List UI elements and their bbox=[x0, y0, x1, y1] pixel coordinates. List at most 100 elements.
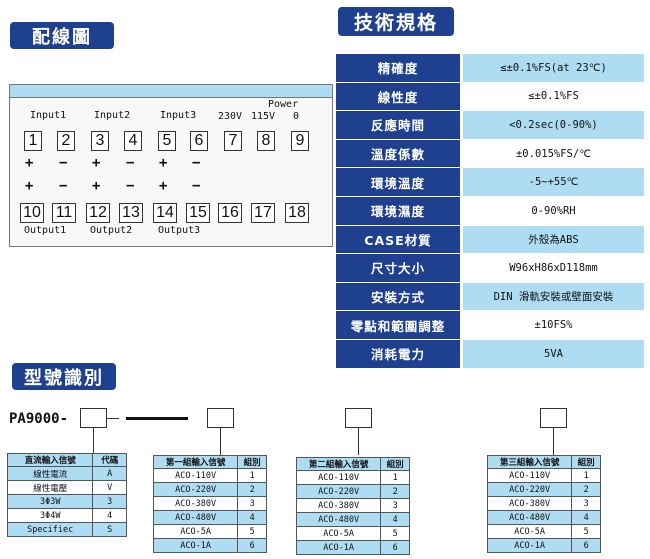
table-cell: 5 bbox=[380, 526, 410, 541]
terminal-15: 15 bbox=[186, 203, 210, 223]
connector-line bbox=[220, 428, 221, 455]
table-cell: ACO-5A bbox=[152, 524, 239, 539]
table-header: 組別 bbox=[237, 455, 267, 469]
polarity-minus-5: − bbox=[126, 178, 135, 194]
spec-row: 零點和範圍調整±10FS% bbox=[336, 311, 644, 340]
power-label: Power bbox=[268, 99, 299, 110]
polarity-plus-1: + bbox=[25, 155, 34, 171]
table-cell: 1 bbox=[571, 468, 601, 483]
code-box-power bbox=[80, 408, 107, 428]
table-cell: ACO-1A bbox=[486, 538, 573, 553]
table-cell: 4 bbox=[380, 512, 410, 527]
table-cell: ACO-220V bbox=[152, 482, 239, 497]
table-cell: ACO-380V bbox=[295, 498, 382, 513]
table-cell: Specifiec bbox=[6, 522, 94, 537]
terminal-7: 7 bbox=[224, 131, 242, 151]
table-cell: 5 bbox=[237, 524, 267, 539]
wiring-diagram-title: 配線圖 bbox=[10, 22, 114, 49]
table-cell: 線性電流 bbox=[6, 466, 94, 481]
spec-row: 線性度≤±0.1%FS bbox=[336, 82, 644, 112]
terminal-3: 3 bbox=[91, 131, 109, 151]
polarity-minus-3: − bbox=[192, 155, 201, 171]
terminal-12: 12 bbox=[86, 203, 110, 223]
terminal-8: 8 bbox=[257, 131, 275, 151]
polarity-minus-1: − bbox=[59, 155, 68, 171]
code-box-group2 bbox=[345, 408, 372, 428]
table-header: 組別 bbox=[571, 455, 601, 469]
spec-label: 溫度係數 bbox=[336, 139, 460, 169]
spec-value: ≤±0.1%FS bbox=[463, 82, 644, 112]
table-cell: 4 bbox=[92, 508, 127, 523]
code-box-group3 bbox=[540, 408, 567, 428]
spec-row: 反應時間<0.2sec(0-90%) bbox=[336, 111, 644, 140]
spec-value: 0-90%RH bbox=[463, 196, 644, 226]
connector-line bbox=[93, 428, 94, 453]
table-cell: 線性電壓 bbox=[6, 480, 94, 495]
table-header: 第二組輸入信號 bbox=[295, 457, 382, 471]
table-cell: ACO-220V bbox=[295, 484, 382, 499]
power-115v-label: 115V bbox=[251, 111, 276, 122]
table-cell: 4 bbox=[571, 510, 601, 525]
table-cell: ACO-380V bbox=[486, 496, 573, 511]
table-header: 第一組輸入信號 bbox=[152, 455, 239, 469]
specifications-title: 技術規格 bbox=[338, 7, 454, 36]
power-230v-label: 230V bbox=[218, 111, 243, 122]
table-cell: 5 bbox=[571, 524, 601, 539]
spec-value: 外殼為ABS bbox=[463, 225, 644, 255]
table-cell: ACO-110V bbox=[295, 470, 382, 485]
terminal-9: 9 bbox=[291, 131, 309, 151]
terminal-13: 13 bbox=[119, 203, 143, 223]
input3-label: Input3 bbox=[160, 110, 197, 121]
table-cell: 3Φ4W bbox=[6, 508, 94, 523]
specifications-table: 精確度≤±0.1%FS(at 23℃) 線性度≤±0.1%FS 反應時間<0.2… bbox=[336, 54, 644, 369]
input2-label: Input2 bbox=[94, 110, 131, 121]
table-cell: 3 bbox=[237, 496, 267, 511]
terminal-16: 16 bbox=[218, 203, 242, 223]
spec-label: 尺寸大小 bbox=[336, 254, 460, 283]
spec-label: 反應時間 bbox=[336, 111, 460, 140]
spec-value: W96xH86xD118mm bbox=[463, 254, 644, 283]
terminal-1: 1 bbox=[24, 131, 42, 151]
table-cell: 2 bbox=[237, 482, 267, 497]
table-cell: ACO-1A bbox=[295, 540, 382, 555]
polarity-plus-3: + bbox=[159, 155, 168, 171]
connector-line bbox=[107, 418, 119, 419]
table-cell: 3 bbox=[92, 494, 127, 509]
power-0-label: 0 bbox=[293, 111, 300, 122]
table-cell: 2 bbox=[571, 482, 601, 497]
terminal-11: 11 bbox=[52, 203, 76, 223]
spec-row: 環境溫度-5~+55℃ bbox=[336, 168, 644, 197]
spec-value: ±10FS% bbox=[463, 311, 644, 340]
table-cell: 6 bbox=[237, 538, 267, 553]
spec-value: ±0.015%FS/℃ bbox=[463, 139, 644, 169]
terminal-14: 14 bbox=[153, 203, 177, 223]
wiring-diagram-header-bar bbox=[10, 85, 332, 98]
terminal-17: 17 bbox=[251, 203, 275, 223]
polarity-plus-2: + bbox=[92, 155, 101, 171]
table-cell: S bbox=[92, 522, 127, 537]
spec-value: ≤±0.1%FS(at 23℃) bbox=[463, 54, 644, 83]
spec-label: 消耗電力 bbox=[336, 339, 460, 369]
spec-label: 零點和範圍調整 bbox=[336, 311, 460, 340]
polarity-minus-6: − bbox=[192, 178, 201, 194]
terminal-6: 6 bbox=[190, 131, 208, 151]
table-cell: ACO-480V bbox=[295, 512, 382, 527]
